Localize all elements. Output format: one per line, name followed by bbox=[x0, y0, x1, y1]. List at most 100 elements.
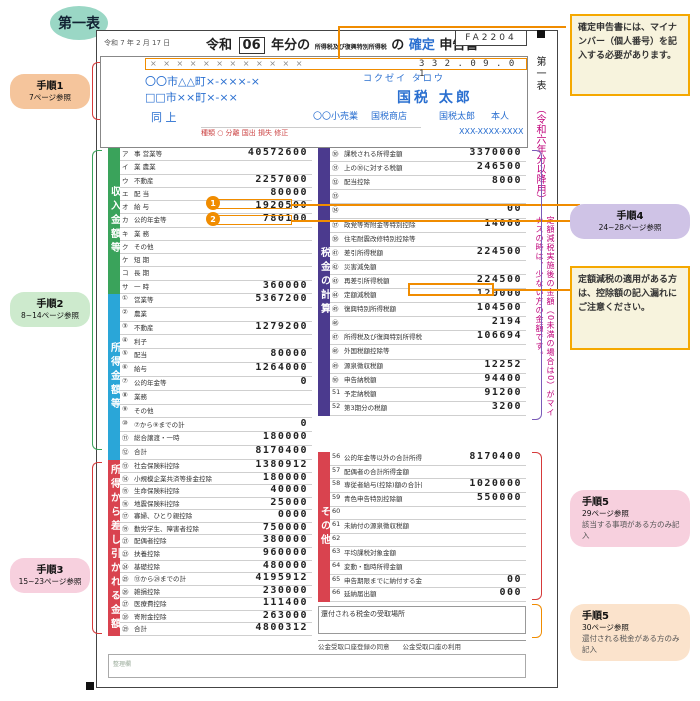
row-value[interactable]: 111400 bbox=[262, 597, 308, 609]
row-value[interactable]: 40572600 bbox=[247, 147, 308, 158]
form-row[interactable]: 60 bbox=[330, 507, 526, 521]
row-value[interactable]: 25000 bbox=[270, 496, 308, 508]
row-value[interactable]: 480000 bbox=[262, 559, 308, 571]
row-value[interactable]: 0 bbox=[300, 417, 308, 429]
row-value[interactable]: 550000 bbox=[476, 491, 522, 503]
row-value[interactable]: 80000 bbox=[270, 186, 308, 198]
row-value[interactable]: 5367200 bbox=[255, 293, 308, 304]
row-value[interactable]: 4195912 bbox=[255, 572, 308, 584]
row-value[interactable]: 224500 bbox=[476, 245, 522, 257]
mynumber-box[interactable]: × × × × × × × × × × × × bbox=[145, 58, 527, 70]
form-row[interactable]: キ業 務 bbox=[120, 228, 312, 241]
row-value[interactable]: 1920500 bbox=[255, 200, 308, 212]
row-value[interactable]: 1264000 bbox=[255, 362, 308, 374]
row-value[interactable]: 0000 bbox=[277, 509, 308, 521]
form-row[interactable]: ケ短 期 bbox=[120, 254, 312, 268]
row-value[interactable]: 380000 bbox=[262, 534, 308, 546]
row-value[interactable]: 960000 bbox=[262, 547, 308, 558]
row-value[interactable]: 1380912 bbox=[255, 459, 308, 470]
row-value[interactable]: 000 bbox=[499, 587, 522, 599]
row-value[interactable]: 360000 bbox=[262, 279, 308, 291]
row-value[interactable]: 224500 bbox=[476, 273, 522, 285]
row-value[interactable]: 8170400 bbox=[469, 451, 522, 462]
row-value[interactable]: 180000 bbox=[262, 471, 308, 483]
row-value[interactable]: 106694 bbox=[476, 330, 522, 342]
form-row[interactable]: イ業 農業 bbox=[120, 161, 312, 175]
row-value[interactable]: 780100 bbox=[262, 213, 308, 225]
row-value[interactable]: 180000 bbox=[262, 431, 308, 443]
form-row[interactable]: クその他 bbox=[120, 241, 312, 255]
form-row[interactable]: コ長 期 bbox=[120, 267, 312, 281]
row-value[interactable]: 14000 bbox=[484, 217, 522, 229]
row-value[interactable]: 2194 bbox=[491, 316, 522, 328]
row-value[interactable]: 8170400 bbox=[255, 445, 308, 457]
row-value[interactable]: 4800312 bbox=[255, 622, 308, 634]
row-value[interactable]: 1279200 bbox=[255, 320, 308, 332]
row-value[interactable]: 263000 bbox=[262, 609, 308, 621]
form-row[interactable]: 62 bbox=[330, 534, 526, 548]
row-value[interactable]: 2257000 bbox=[255, 173, 308, 185]
row-value[interactable]: 120000 bbox=[476, 288, 522, 300]
row-value[interactable]: 40000 bbox=[270, 484, 308, 496]
row-value[interactable]: 8000 bbox=[491, 175, 522, 187]
row-value[interactable]: 12252 bbox=[484, 358, 522, 370]
row-value[interactable]: 80000 bbox=[270, 348, 308, 360]
form-row[interactable]: 56公的年金等以外の合計所得金額8170400 bbox=[330, 451, 526, 466]
row-value[interactable]: 00 bbox=[506, 203, 522, 215]
row-value[interactable]: 0 bbox=[300, 376, 308, 387]
form-row[interactable]: ㊼所得税及び復興特別所得税の額106694 bbox=[330, 330, 526, 346]
refund-bank-box[interactable]: 還付される税金の受取場所 bbox=[318, 606, 526, 634]
row-value[interactable]: 246500 bbox=[476, 161, 522, 173]
row-value[interactable]: 00 bbox=[506, 573, 522, 585]
